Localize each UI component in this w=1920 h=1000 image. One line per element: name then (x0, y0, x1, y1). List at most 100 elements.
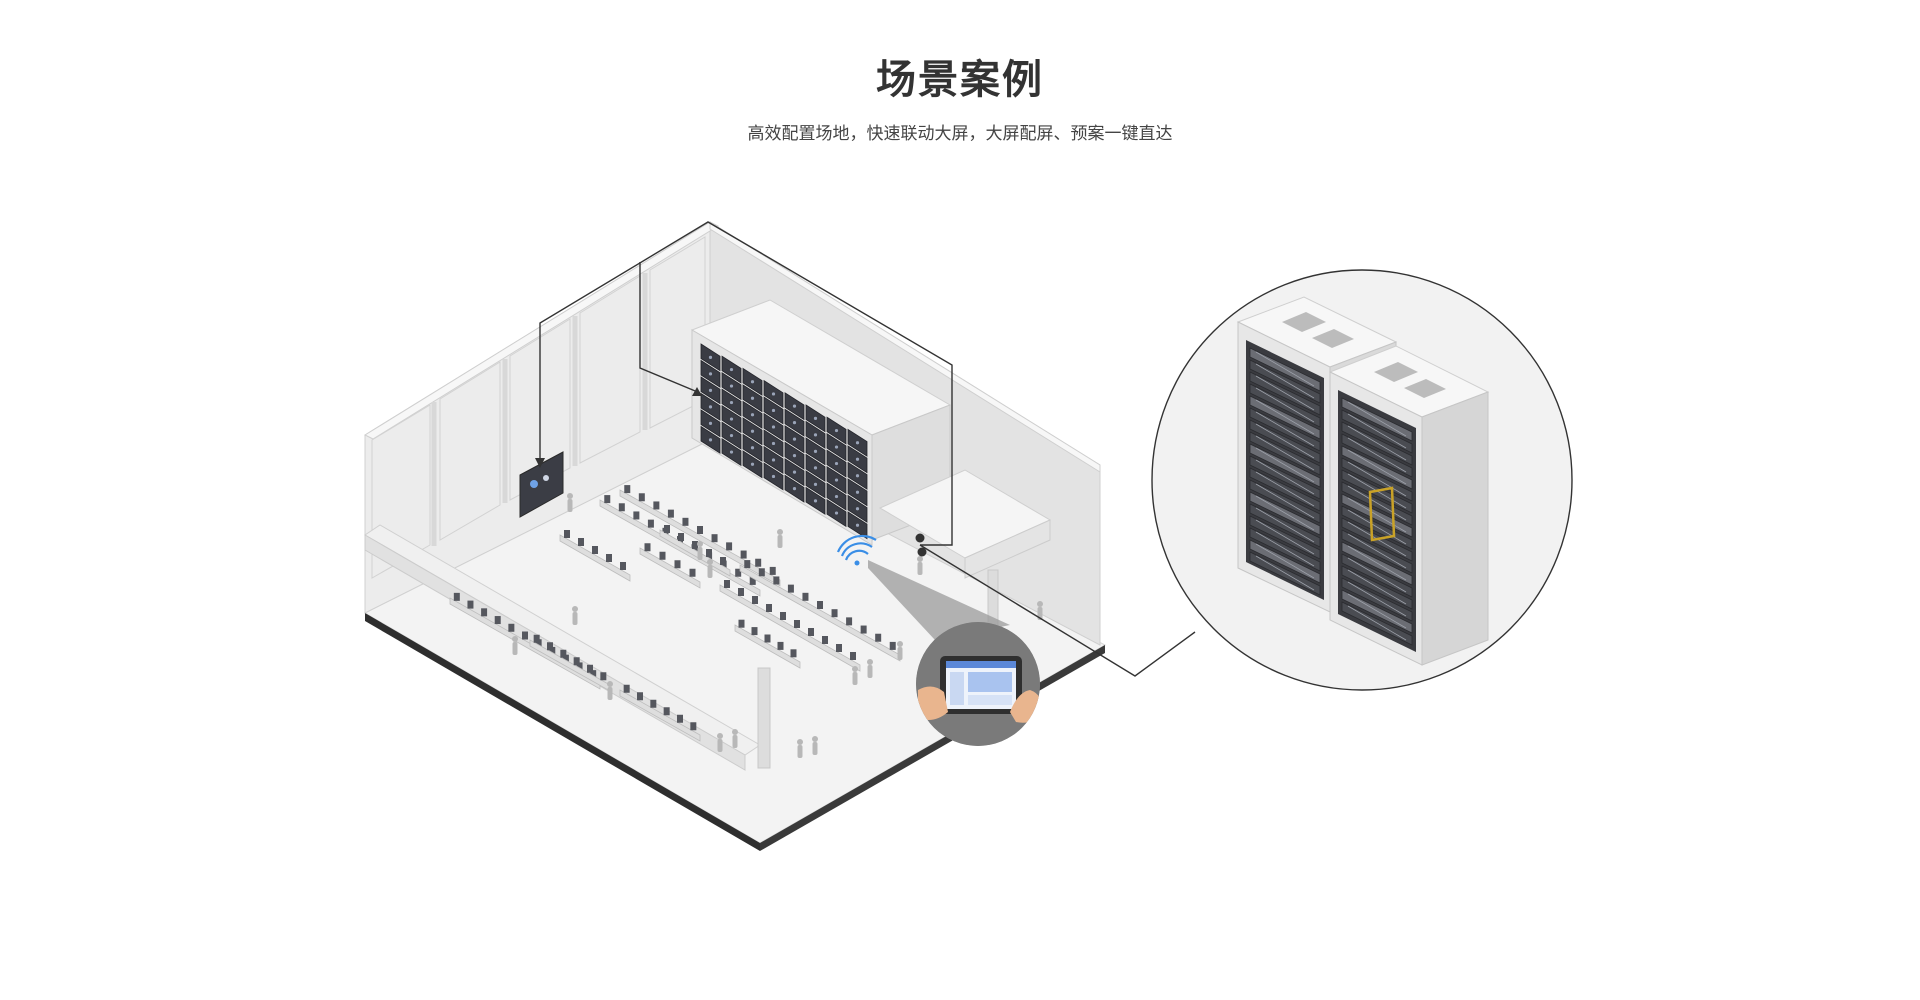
person-figure (572, 606, 578, 612)
server-rack-callout (1151, 269, 1573, 691)
wall-top-rim-right (709, 221, 1101, 473)
desk-monitor (600, 672, 607, 681)
desk-monitor (689, 568, 696, 577)
desk-monitor (562, 654, 569, 663)
person-figure (917, 556, 923, 562)
desk-monitor (711, 534, 718, 543)
desk-monitor (697, 526, 703, 534)
desk-monitor (752, 596, 758, 604)
desk-monitor (667, 509, 674, 518)
highlighted-module (1368, 486, 1396, 542)
desk-monitor (690, 722, 697, 731)
desk-monitor (453, 592, 460, 601)
desk-monitor (576, 662, 583, 671)
desk-monitor (674, 560, 681, 569)
desk-monitor (777, 641, 784, 650)
desk-monitor (735, 568, 742, 577)
arrow-head (692, 387, 702, 396)
desk-monitor (758, 568, 765, 577)
desk-monitor (564, 530, 570, 538)
people-figures (512, 493, 1043, 758)
tablet-callout (916, 622, 1040, 746)
desk-monitor (787, 584, 794, 593)
desk-monitor (749, 576, 756, 585)
floor-edge (365, 613, 760, 851)
person-figure (852, 666, 858, 672)
person-figure (897, 641, 903, 647)
desk-monitor (802, 592, 809, 601)
desk-monitor (587, 664, 593, 673)
videowall-screens (700, 343, 868, 540)
desk-monitor (535, 639, 542, 648)
page-header: 场景案例 高效配置场地，快速联动大屏，大屏配屏、预案一键直达 (0, 52, 1920, 146)
desk-monitor (724, 580, 730, 588)
desk-monitor (755, 558, 762, 567)
person-figure (797, 739, 803, 745)
wifi-icon (836, 534, 877, 566)
console-desk-row (639, 547, 701, 589)
person-figure (1037, 601, 1043, 607)
desk-monitor (653, 501, 660, 510)
desk-monitor (740, 550, 747, 559)
anchor-dot (915, 533, 925, 543)
desk-monitor (547, 642, 553, 651)
desk-monitor (533, 634, 540, 643)
service-desk-front (964, 519, 1051, 579)
control-room-illustration (363, 221, 1107, 851)
desk-monitor (624, 485, 631, 494)
desk-monitor (573, 657, 580, 666)
page-subtitle: 高效配置场地，快速联动大屏，大屏配屏、预案一键直达 (747, 124, 1173, 144)
desk-monitor (773, 576, 780, 585)
desk-monitor (560, 649, 567, 658)
console-desk-row (719, 584, 861, 672)
console-desks (449, 485, 901, 742)
desk-monitor (692, 541, 698, 549)
callout-leader-lines (539, 221, 1196, 677)
desk-monitor (467, 600, 474, 609)
desk-monitor (706, 549, 712, 557)
desk-monitor (508, 623, 515, 632)
person-figure (732, 729, 738, 735)
desk-monitor (808, 628, 814, 636)
tablet-callout-beam (868, 560, 1010, 640)
desk-monitor (549, 646, 556, 655)
person-figure (867, 659, 873, 665)
desk-monitor (682, 517, 689, 526)
desk-monitor (644, 543, 651, 552)
rack-roof-vents (1282, 312, 1446, 398)
person-figure (697, 541, 703, 547)
desk-monitor (633, 511, 640, 520)
desk-monitor (780, 612, 786, 620)
desk-monitor (860, 625, 867, 634)
desk-monitor (481, 608, 488, 617)
desk-monitor (663, 707, 670, 716)
desk-monitor (794, 620, 800, 628)
person-figure (512, 636, 518, 642)
desk-monitor (875, 633, 882, 642)
anchor-dot (917, 547, 927, 557)
person-figure (607, 681, 613, 687)
desk-monitor (659, 551, 666, 560)
desk-monitor (790, 649, 797, 658)
desk-monitor (623, 684, 630, 693)
desk-monitor (764, 634, 771, 643)
desk-monitor (638, 493, 645, 502)
person-figure (567, 493, 573, 499)
arrow-head (535, 458, 545, 468)
wall-pillars (431, 273, 648, 546)
desk-monitor (817, 601, 823, 609)
desk-monitor (738, 619, 745, 628)
desk-monitor (678, 533, 684, 541)
person-figure (812, 736, 818, 742)
desk-monitor (650, 699, 657, 708)
desk-monitor (769, 566, 776, 575)
desk-monitor (822, 636, 828, 644)
desk-monitor (620, 562, 626, 570)
desk-monitor (637, 692, 643, 701)
desk-monitor (592, 546, 598, 554)
desk-monitor (846, 617, 853, 626)
desk-monitor (751, 627, 758, 636)
desk-monitor (744, 560, 751, 569)
side-display (519, 451, 564, 518)
